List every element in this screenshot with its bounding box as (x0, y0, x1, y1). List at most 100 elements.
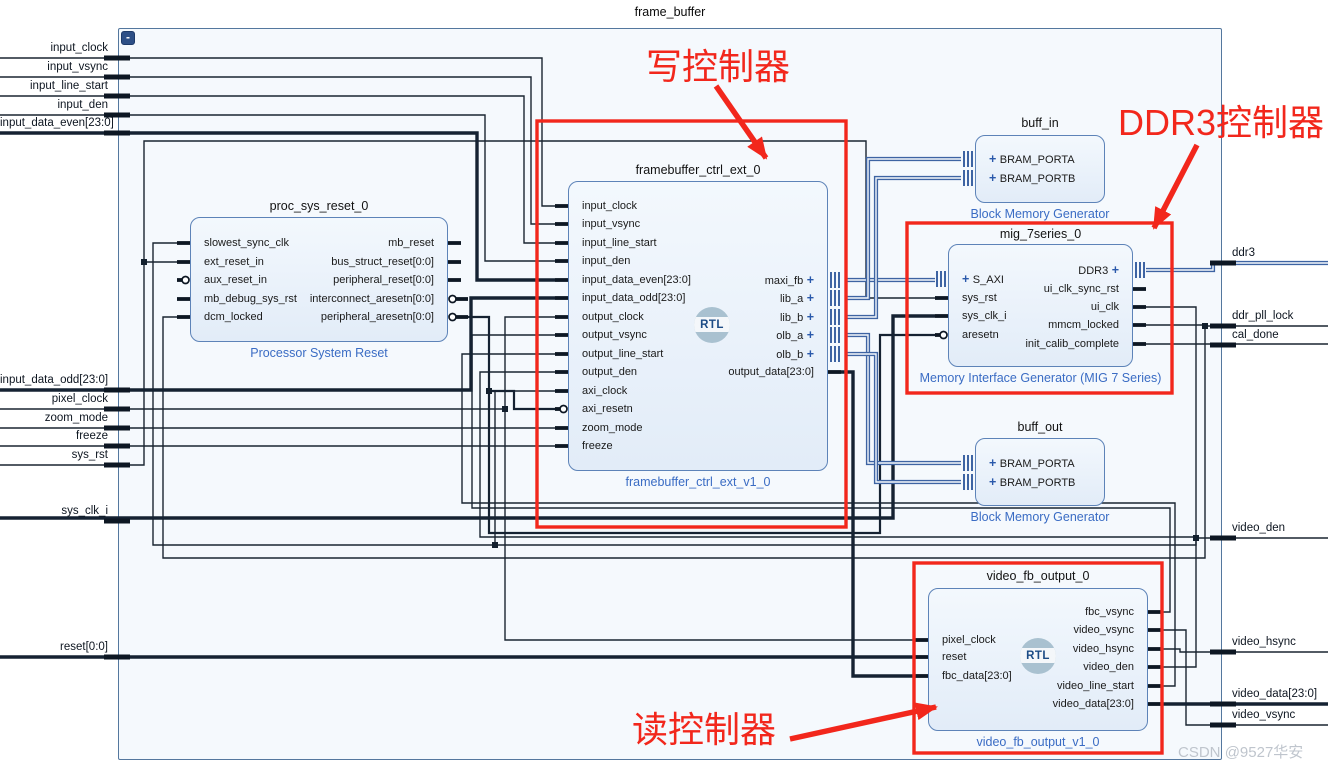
expand-plus-icon[interactable]: + (989, 456, 1000, 470)
pin-BRAM_PORTA[interactable]: + BRAM_PORTA (989, 152, 1075, 166)
pin-input_den[interactable]: input_den (582, 254, 630, 268)
expand-plus-icon[interactable]: + (803, 328, 814, 342)
pin-aresetn[interactable]: aresetn (962, 328, 999, 342)
pin-video_hsync[interactable]: video_hsync (1073, 642, 1134, 656)
pin-input_clock[interactable]: input_clock (582, 199, 637, 213)
pin-video_line_start[interactable]: video_line_start (1057, 679, 1134, 693)
port-reset[0:0][interactable]: reset[0:0] (60, 641, 108, 653)
wire[interactable] (487, 333, 939, 535)
wire[interactable] (162, 316, 1206, 559)
pin-olb_b[interactable]: olb_b + (776, 347, 814, 361)
wire[interactable] (1161, 629, 1328, 726)
pin-output_clock[interactable]: output_clock (582, 310, 644, 324)
block-buff_in[interactable]: + BRAM_PORTA + BRAM_PORTB (975, 135, 1105, 203)
pin-output_line_start[interactable]: output_line_start (582, 347, 663, 361)
pin-output_data[23:0][interactable]: output_data[23:0] (728, 365, 814, 379)
pin-peripheral_aresetn[0:0][interactable]: peripheral_aresetn[0:0] (321, 310, 434, 324)
pin-ui_clk[interactable]: ui_clk (1091, 300, 1119, 314)
pin-S_AXI[interactable]: + S_AXI (962, 272, 1004, 286)
expand-plus-icon[interactable]: + (989, 152, 1000, 166)
pin-aux_reset_in[interactable]: aux_reset_in (204, 273, 267, 287)
wire[interactable] (504, 409, 915, 641)
wire[interactable] (152, 242, 1197, 546)
pin-lib_a[interactable]: lib_a + (780, 291, 814, 305)
pin-BRAM_PORTA[interactable]: + BRAM_PORTA (989, 456, 1075, 470)
pin-mb_reset[interactable]: mb_reset (388, 236, 434, 250)
pin-freeze[interactable]: freeze (582, 439, 613, 453)
expand-plus-icon[interactable]: + (962, 272, 973, 286)
expand-plus-icon[interactable]: + (803, 273, 814, 287)
pin-interconnect_aresetn[0:0][interactable]: interconnect_aresetn[0:0] (310, 292, 434, 306)
pin-input_vsync[interactable]: input_vsync (582, 217, 640, 231)
pin-video_vsync[interactable]: video_vsync (1073, 623, 1134, 637)
port-input_data_even[23:0][interactable]: input_data_even[23:0] (0, 117, 114, 129)
wire[interactable] (0, 95, 555, 244)
port-sys_clk_i[interactable]: sys_clk_i (61, 505, 108, 517)
port-ddr_pll_lock[interactable]: ddr_pll_lock (1232, 310, 1294, 322)
wire[interactable] (845, 334, 961, 464)
wire[interactable] (0, 131, 555, 282)
pin-BRAM_PORTB[interactable]: + BRAM_PORTB (989, 475, 1075, 489)
pin-mmcm_locked[interactable]: mmcm_locked (1048, 318, 1119, 332)
expand-plus-icon[interactable]: + (989, 171, 1000, 185)
pin-init_calib_complete[interactable]: init_calib_complete (1025, 337, 1119, 351)
port-zoom_mode[interactable]: zoom_mode (44, 412, 108, 424)
pin-maxi_fb[interactable]: maxi_fb + (765, 273, 814, 287)
wire[interactable] (845, 353, 961, 483)
pin-input_data_even[23:0][interactable]: input_data_even[23:0] (582, 273, 691, 287)
pin-output_vsync[interactable]: output_vsync (582, 328, 647, 342)
pin-BRAM_PORTB[interactable]: + BRAM_PORTB (989, 171, 1075, 185)
wire[interactable] (461, 315, 559, 411)
block-proc_sys_reset_0[interactable]: slowest_sync_clk ext_reset_in aux_reset_in… (190, 217, 448, 342)
pin-ext_reset_in[interactable]: ext_reset_in (204, 255, 264, 269)
port-pixel_clock[interactable]: pixel_clock (51, 393, 108, 405)
expand-plus-icon[interactable]: + (1108, 263, 1119, 277)
port-input_vsync[interactable]: input_vsync (47, 61, 108, 73)
expand-plus-icon[interactable]: + (989, 475, 1000, 489)
wire[interactable] (0, 114, 555, 262)
pin-pixel_clock[interactable]: pixel_clock (942, 633, 996, 647)
pin-zoom_mode[interactable]: zoom_mode (582, 421, 643, 435)
pin-output_den[interactable]: output_den (582, 365, 637, 379)
wire[interactable] (845, 177, 961, 318)
pin-fbc_vsync[interactable]: fbc_vsync (1085, 605, 1134, 619)
pin-sys_clk_i[interactable]: sys_clk_i (962, 309, 1007, 323)
pin-reset[interactable]: reset (942, 650, 966, 664)
port-sys_rst[interactable]: sys_rst (71, 449, 108, 461)
wire[interactable] (0, 57, 555, 207)
port-video_data[23:0][interactable]: video_data[23:0] (1232, 688, 1318, 700)
port-video_hsync[interactable]: video_hsync (1232, 636, 1296, 648)
collapse-hierarchy-button[interactable]: - (121, 31, 135, 45)
pin-axi_resetn[interactable]: axi_resetn (582, 402, 633, 416)
port-input_den[interactable]: input_den (57, 99, 108, 111)
wire[interactable] (461, 353, 1176, 687)
pin-video_den[interactable]: video_den (1083, 660, 1134, 674)
wire[interactable] (479, 371, 1196, 538)
pin-input_data_odd[23:0][interactable]: input_data_odd[23:0] (582, 291, 685, 305)
expand-plus-icon[interactable]: + (803, 291, 814, 305)
port-input_line_start[interactable]: input_line_start (30, 80, 108, 92)
pin-axi_clock[interactable]: axi_clock (582, 384, 627, 398)
pin-video_data[23:0][interactable]: video_data[23:0] (1053, 697, 1134, 711)
pin-ui_clk_sync_rst[interactable]: ui_clk_sync_rst (1044, 282, 1119, 296)
wire[interactable] (0, 314, 935, 520)
pin-input_line_start[interactable]: input_line_start (582, 236, 657, 250)
port-input_clock[interactable]: input_clock (50, 42, 108, 54)
port-cal_done[interactable]: cal_done (1232, 329, 1279, 341)
expand-plus-icon[interactable]: + (803, 310, 814, 324)
wire[interactable] (0, 316, 555, 410)
wire[interactable] (0, 76, 555, 225)
pin-olb_a[interactable]: olb_a + (776, 328, 814, 342)
block-buff_out[interactable]: + BRAM_PORTA + BRAM_PORTB (975, 438, 1105, 506)
pin-dcm_locked[interactable]: dcm_locked (204, 310, 263, 324)
port-video_vsync[interactable]: video_vsync (1232, 709, 1296, 721)
port-freeze[interactable]: freeze (76, 430, 108, 442)
pin-slowest_sync_clk[interactable]: slowest_sync_clk (204, 236, 289, 250)
wire[interactable] (845, 158, 961, 299)
port-video_den[interactable]: video_den (1232, 522, 1286, 534)
wire[interactable] (1146, 262, 1328, 271)
pin-sys_rst[interactable]: sys_rst (962, 291, 997, 305)
wire[interactable] (1161, 537, 1328, 668)
pin-DDR3[interactable]: DDR3 + (1078, 263, 1119, 277)
